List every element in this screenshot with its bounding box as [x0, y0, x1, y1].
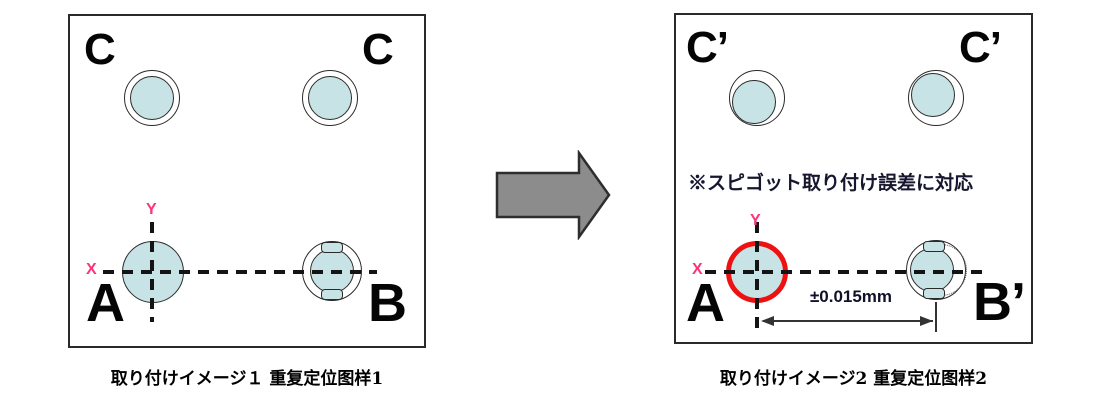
centerline-y	[755, 222, 759, 332]
dimension-arrowhead-left	[761, 316, 774, 326]
pin-b-prime-key-top	[923, 241, 945, 252]
pin-c-prime-right-bushing	[911, 73, 955, 117]
pin-label-a: A	[86, 273, 125, 333]
pin-label-b: B	[368, 273, 407, 333]
pin-label-c-right: C	[362, 25, 394, 74]
axis-label-y: Y	[750, 212, 761, 229]
pin-c-left-bushing	[130, 76, 174, 120]
dimension-arrowhead-right	[920, 316, 933, 326]
pin-label-a: A	[686, 273, 725, 333]
pin-b-key-top	[321, 242, 343, 253]
axis-label-y: Y	[146, 201, 157, 218]
diagram-panel-2: C’ C’ ※スピゴット取り付け誤差に対応 Y X A B’ ±0.015mm	[674, 13, 1033, 344]
right-block-arrow-icon	[495, 150, 611, 240]
dimension-extension-line	[935, 302, 937, 332]
pin-label-c-left: C	[84, 25, 116, 74]
pin-c-right-bushing	[308, 76, 352, 120]
dimension-label: ±0.015mm	[809, 287, 893, 306]
dimension-line	[763, 320, 933, 322]
diagram-panel-1: C C Y X A B	[68, 14, 426, 348]
pin-c-prime-left-bushing	[732, 80, 776, 124]
axis-label-x: X	[692, 261, 703, 278]
centerline-x	[103, 270, 377, 274]
pin-b-prime-key-bottom	[923, 288, 945, 299]
spigot-error-note: ※スピゴット取り付け誤差に対応	[688, 173, 974, 194]
caption-diagram-2: 取り付けイメージ2 重复定位图样2	[719, 369, 988, 389]
axis-label-x: X	[86, 261, 97, 278]
centerline-x	[705, 270, 985, 274]
pin-b-key-bottom	[321, 289, 343, 300]
pin-label-c-prime-left: C’	[686, 23, 729, 72]
pin-label-c-prime-right: C’	[959, 23, 1002, 72]
pin-label-b-prime: B’	[973, 272, 1026, 332]
caption-diagram-1: 取り付けイメージ１ 重复定位图样1	[110, 369, 384, 389]
